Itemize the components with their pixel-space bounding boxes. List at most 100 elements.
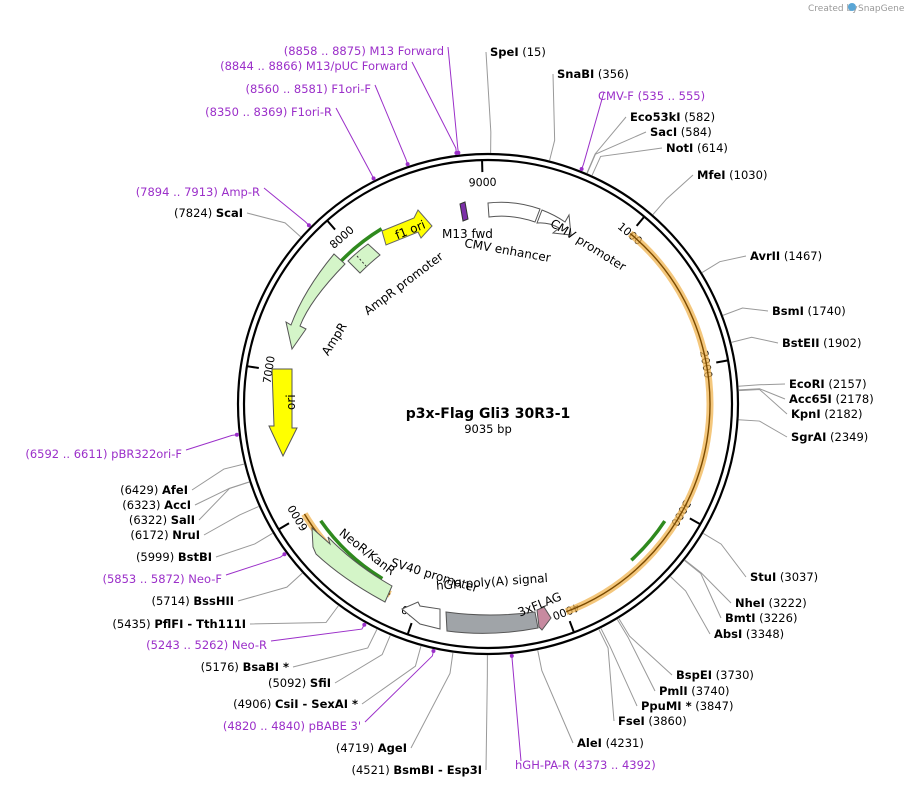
enzyme-leader-line	[485, 654, 488, 771]
restriction-site-label: (5999) BstBI	[136, 550, 212, 564]
enzyme-name: EcoRI	[789, 377, 825, 391]
feature-ampr-promoter	[347, 243, 381, 274]
enzyme-name: SacI	[650, 125, 677, 139]
enzyme-name: BsmI	[772, 304, 804, 318]
primer-range: (4820 .. 4840)	[223, 719, 309, 733]
credit-created-by: Created by	[808, 4, 858, 14]
restriction-site-label: BstEII (1902)	[782, 336, 861, 350]
primer-label: (4820 .. 4840) pBABE 3'	[223, 719, 361, 733]
plasmid-name: p3x-Flag Gli3 30R3-1	[406, 406, 571, 422]
restriction-site-label: BsmI (1740)	[772, 304, 846, 318]
enzyme-leader-line	[738, 388, 786, 400]
feature-label-cmv-promoter: CMV promoter	[548, 216, 629, 274]
primer-name: M13 Forward	[370, 44, 444, 58]
primer-labels: (8858 .. 8875) M13 Forward(8844 .. 8866)…	[25, 44, 705, 772]
restriction-site-label: BmtI (3226)	[725, 611, 797, 625]
enzyme-position: (584)	[677, 125, 712, 139]
tick-mark	[568, 620, 575, 633]
restriction-site-label: BspEI (3730)	[676, 668, 754, 682]
primer-site-marker	[362, 622, 367, 627]
restriction-site-label: (4521) BsmBI - Esp3I	[351, 763, 482, 777]
tick-mark	[278, 522, 290, 531]
enzyme-name: NheI	[735, 596, 765, 610]
enzyme-position: (6172)	[130, 528, 172, 542]
enzyme-leader-line	[485, 51, 492, 154]
enzyme-name: SgrAI	[791, 430, 826, 444]
enzyme-name: ScaI	[216, 206, 243, 220]
enzyme-position: (3037)	[776, 570, 818, 584]
enzyme-position: (5714)	[151, 594, 193, 608]
enzyme-name: BstBI	[178, 550, 212, 564]
enzyme-leader-line	[684, 559, 722, 619]
enzyme-leader-line	[237, 572, 303, 602]
enzyme-position: (5999)	[136, 550, 178, 564]
primer-leader-line	[225, 553, 286, 576]
backbone-outer-ring	[236, 152, 740, 656]
restriction-site-labels: SpeI (15)SnaBI (356)Eco53kI (582)SacI (5…	[112, 45, 873, 777]
enzyme-name: AbsI	[714, 627, 742, 641]
tick-label: 8000	[327, 223, 357, 251]
restriction-site-label: (6429) AfeI	[120, 483, 188, 497]
enzyme-position: (4906)	[233, 697, 275, 711]
feature-3xflag	[536, 606, 552, 631]
primer-range: (8844 .. 8866)	[220, 59, 306, 73]
primer-site-marker	[431, 649, 436, 654]
primer-name: F1ori-F	[331, 82, 371, 96]
primer-name: CMV-F	[598, 89, 634, 103]
primer-range: (8858 .. 8875)	[284, 44, 370, 58]
primer-label: (5243 .. 5262) Neo-R	[146, 638, 267, 652]
tick-mark	[635, 216, 646, 227]
enzyme-name: AgeI	[378, 741, 407, 755]
enzyme-name: CsiI - SexAI *	[275, 697, 358, 711]
primer-site-marker	[282, 552, 287, 557]
enzyme-name: PmlI	[659, 684, 688, 698]
enzyme-name: AfeI	[162, 483, 188, 497]
enzyme-position: (614)	[693, 141, 728, 155]
enzyme-position: (5092)	[268, 676, 310, 690]
enzyme-position: (2349)	[826, 430, 868, 444]
restriction-site-label: NheI (3222)	[735, 596, 807, 610]
enzyme-position: (1902)	[820, 336, 862, 350]
feature-label-ori: ori	[284, 394, 298, 410]
enzyme-position: (6322)	[129, 513, 171, 527]
tick-mark	[246, 365, 259, 370]
feature-ori	[268, 368, 298, 458]
enzyme-leader-line	[537, 649, 574, 744]
restriction-site-label: AvrII (1467)	[750, 249, 822, 263]
enzyme-leader-line	[410, 652, 454, 749]
restriction-site-label: AbsI (3348)	[714, 627, 784, 641]
label-leader-lines	[185, 46, 788, 771]
enzyme-name: AccI	[164, 498, 191, 512]
primer-leader-line	[374, 84, 409, 166]
restriction-site-label: PmlI (3740)	[659, 684, 730, 698]
enzyme-name: SnaBI	[557, 67, 594, 81]
restriction-site-label: KpnI (2182)	[791, 407, 863, 421]
primer-range: (5243 .. 5262)	[146, 638, 232, 652]
enzyme-name: AleI	[577, 736, 602, 750]
enzyme-leader-line	[191, 463, 245, 491]
restriction-site-label: Eco53kI (582)	[630, 110, 715, 124]
enzyme-leader-line	[215, 532, 274, 558]
backbone-inner-ring	[242, 158, 734, 650]
enzyme-leader-line	[738, 383, 786, 387]
enzyme-position: (3226)	[756, 611, 798, 625]
enzyme-leader-line	[292, 628, 378, 668]
primer-leader-line	[263, 187, 310, 227]
restriction-site-label: (6323) AccI	[122, 498, 191, 512]
feature-shapes	[268, 201, 572, 634]
enzyme-leader-line	[194, 481, 250, 506]
feature-cmv-enhancer	[487, 201, 541, 223]
primer-site-marker	[509, 653, 514, 658]
restriction-site-label: EcoRI (2157)	[789, 377, 867, 391]
restriction-site-label: StuI (3037)	[750, 570, 818, 584]
feature-hgh-polya-signal	[445, 611, 539, 634]
primer-label: (6592 .. 6611) pBR322ori-F	[25, 447, 182, 461]
primer-label: (8844 .. 8866) M13/pUC Forward	[220, 59, 408, 73]
enzyme-position: (3222)	[765, 596, 807, 610]
tick-mark	[406, 622, 413, 635]
primer-site-marker	[234, 432, 239, 437]
restriction-site-label: MfeI (1030)	[697, 168, 767, 182]
primer-label: (7894 .. 7913) Amp-R	[136, 185, 260, 199]
tick-mark	[326, 219, 336, 231]
